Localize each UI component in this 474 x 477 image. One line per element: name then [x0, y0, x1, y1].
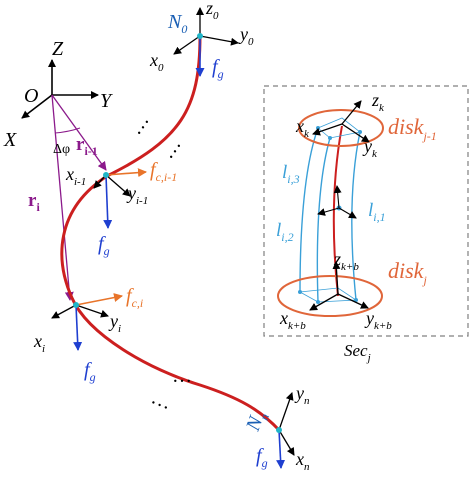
- yn-label: yn: [294, 383, 310, 407]
- section-box: [263, 85, 469, 337]
- node-nn-frame: Nn yn xn fg: [242, 383, 310, 473]
- fci-label: fc,i: [126, 285, 143, 310]
- base-y-label: Y: [100, 90, 113, 112]
- xk-label: xk: [295, 116, 310, 140]
- z0-label: z0: [205, 0, 219, 22]
- xi-label: xi: [33, 331, 45, 355]
- disk-j-label: diskj: [388, 258, 427, 287]
- position-vectors: Δφ ri-1 ri: [28, 94, 107, 301]
- backbone-curve: [60, 35, 281, 432]
- zkb-label: zk+b: [333, 249, 359, 273]
- delta-phi-label: Δφ: [53, 142, 70, 157]
- disk-j-1: [298, 109, 384, 147]
- dots-1: …: [124, 110, 153, 139]
- fg-nn-label: fg: [256, 445, 268, 470]
- yk-label: yk: [362, 136, 378, 160]
- ykb-label: yk+b: [364, 308, 392, 332]
- disk-j1-label: diskj-1: [388, 114, 437, 143]
- node-im1-frame: xi-1 yi-1 fc,i-1 fg: [65, 159, 177, 258]
- xn-label: xn: [295, 449, 310, 473]
- r-i-label: ri: [28, 190, 40, 214]
- nn-label: Nn: [242, 408, 272, 436]
- xim1-label: xi-1: [65, 164, 86, 188]
- fg-im1-label: fg: [98, 233, 110, 258]
- node-i-frame: xi yi fc,i fg: [33, 285, 143, 384]
- l-i2-label: li,2: [276, 220, 294, 244]
- n0-label: N0: [167, 11, 187, 36]
- fcim1-label: fc,i-1: [150, 159, 177, 184]
- yi-label: yi: [108, 311, 121, 335]
- base-frame: Z O Y X: [3, 38, 113, 151]
- section-label: Secj: [344, 341, 371, 364]
- xkb-label: xk+b: [279, 308, 306, 332]
- node-n0-frame: N0 z0 y0 x0 fg: [149, 0, 254, 81]
- section-detail: zk xk yk diskj-1 li,3 li,2 li,1 zk+b dis…: [263, 85, 469, 364]
- disk-j: [277, 275, 383, 317]
- fg-i-label: fg: [84, 359, 96, 384]
- dots-2: …: [156, 134, 185, 163]
- r-im1-label: ri-1: [76, 134, 98, 158]
- yim1-label: yi-1: [126, 183, 148, 207]
- base-origin-label: O: [24, 85, 38, 107]
- fg-n0-label: fg: [212, 56, 224, 81]
- base-x-label: X: [3, 129, 17, 151]
- base-z-label: Z: [52, 38, 64, 60]
- dots-4: …: [148, 386, 175, 414]
- l-i3-label: li,3: [282, 162, 300, 186]
- y0-label: y0: [238, 24, 254, 48]
- dots-3: …: [172, 365, 192, 387]
- x0-label: x0: [149, 50, 164, 74]
- zk-label: zk: [371, 90, 385, 114]
- l-i1-label: li,1: [368, 200, 386, 224]
